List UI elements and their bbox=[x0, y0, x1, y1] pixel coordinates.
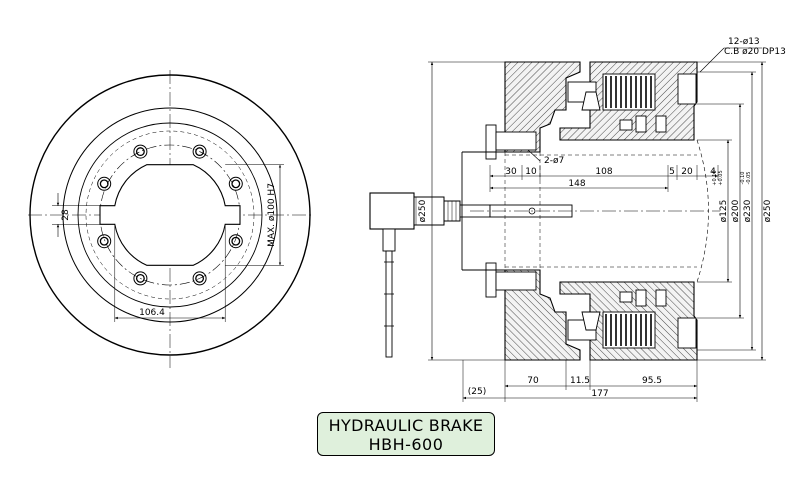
screw-lower bbox=[655, 289, 667, 307]
bolt-hole bbox=[133, 271, 148, 286]
dim-177-label: 177 bbox=[591, 389, 608, 399]
bolt-head-upper bbox=[485, 124, 497, 160]
bolt-note-line1: 12-ø13 bbox=[728, 37, 760, 47]
dim-30-label: 30 bbox=[505, 167, 517, 177]
model-number: HBH-600 bbox=[368, 435, 444, 454]
hub-hidden-circle bbox=[85, 130, 255, 300]
bolt-hole bbox=[97, 176, 112, 191]
hub-section-lower bbox=[504, 269, 581, 361]
hydraulic-fitting bbox=[369, 192, 491, 358]
dim-10-label: 10 bbox=[525, 167, 537, 177]
dim-95-5-label: 95.5 bbox=[642, 376, 662, 386]
hole-note-leader bbox=[527, 149, 541, 162]
center-shaft bbox=[470, 204, 720, 218]
fitting-block bbox=[369, 192, 415, 230]
dia-125-tol-top: +0.10 bbox=[712, 170, 718, 185]
cap-bolt-upper bbox=[677, 73, 697, 105]
dim-bore-label: MAX. ø100 H7 bbox=[267, 183, 277, 247]
dim-11-5-label: 11.5 bbox=[570, 376, 590, 386]
bolt-lower bbox=[495, 271, 537, 291]
upper-housing-section bbox=[485, 61, 698, 160]
bolt-hole bbox=[228, 176, 243, 191]
bolt-note-line2: C.B ø20 DP13 bbox=[724, 47, 786, 57]
fitting-elbow bbox=[382, 228, 396, 252]
bolt-upper bbox=[495, 131, 537, 151]
inner-ring-circle bbox=[62, 107, 278, 323]
dia-230-tol-top: -0.10 bbox=[740, 172, 746, 185]
dia-230-label: ø230 bbox=[743, 199, 753, 222]
hydraulic-hose bbox=[385, 250, 393, 358]
dim-70-label: 70 bbox=[527, 376, 539, 386]
screw-upper bbox=[655, 115, 667, 133]
dia-125-label: ø125 bbox=[719, 200, 729, 223]
lower-housing-section bbox=[485, 262, 698, 361]
dimension-row-top bbox=[489, 165, 719, 192]
piston-upper bbox=[581, 91, 601, 111]
side-view bbox=[369, 47, 766, 402]
dim-5-label: 5 bbox=[669, 167, 675, 177]
bolt-head-lower bbox=[485, 262, 497, 298]
dim-20-label: 20 bbox=[681, 167, 693, 177]
screw-lower bbox=[635, 289, 647, 307]
bolt-hole bbox=[228, 234, 243, 249]
bolt-holes bbox=[97, 144, 243, 286]
dim-108-label: 108 bbox=[595, 167, 612, 177]
dia-250-left-label: ø250 bbox=[418, 199, 428, 222]
hub-outer-circle bbox=[77, 122, 263, 308]
bolt-hole bbox=[97, 234, 112, 249]
dim-4-label: 4 bbox=[710, 167, 716, 177]
spring-stack-lower bbox=[605, 314, 652, 346]
dim-28-label: 28 bbox=[61, 209, 71, 221]
spring-stack-upper bbox=[605, 76, 652, 108]
diameter-dimensions bbox=[697, 61, 766, 361]
left-diameter-dimension bbox=[428, 61, 505, 361]
bore-with-keyways bbox=[99, 164, 241, 266]
bolt-hole bbox=[133, 144, 148, 159]
pad-upper bbox=[619, 119, 633, 131]
front-view bbox=[28, 70, 312, 368]
dia-230-tol-bot: -0.05 bbox=[746, 172, 752, 185]
dimension-row-bottom bbox=[462, 360, 698, 402]
cap-bolt-lower bbox=[677, 317, 697, 349]
dia-200-label: ø200 bbox=[731, 199, 741, 222]
pad-lower bbox=[619, 291, 633, 303]
note-leader bbox=[699, 47, 725, 73]
dim-148-label: 148 bbox=[568, 179, 585, 189]
screw-upper bbox=[635, 115, 647, 133]
hub-section-upper bbox=[504, 61, 581, 153]
piston-lower bbox=[581, 311, 601, 331]
hole-note: 2-ø7 bbox=[544, 156, 564, 166]
dim-25-label: (25) bbox=[468, 387, 486, 397]
outer-disc-circle bbox=[29, 74, 311, 356]
brake-disc-outline bbox=[461, 139, 709, 283]
dia-250-label: ø250 bbox=[763, 199, 773, 222]
bolt-hole bbox=[192, 144, 207, 159]
bolt-hole bbox=[192, 271, 207, 286]
product-name: HYDRAULIC BRAKE bbox=[328, 416, 484, 435]
title-block: HYDRAULIC BRAKE HBH-600 bbox=[317, 412, 495, 456]
dia-125-tol-bot: +0.05 bbox=[718, 170, 724, 185]
dim-106-label: 106.4 bbox=[139, 308, 165, 318]
